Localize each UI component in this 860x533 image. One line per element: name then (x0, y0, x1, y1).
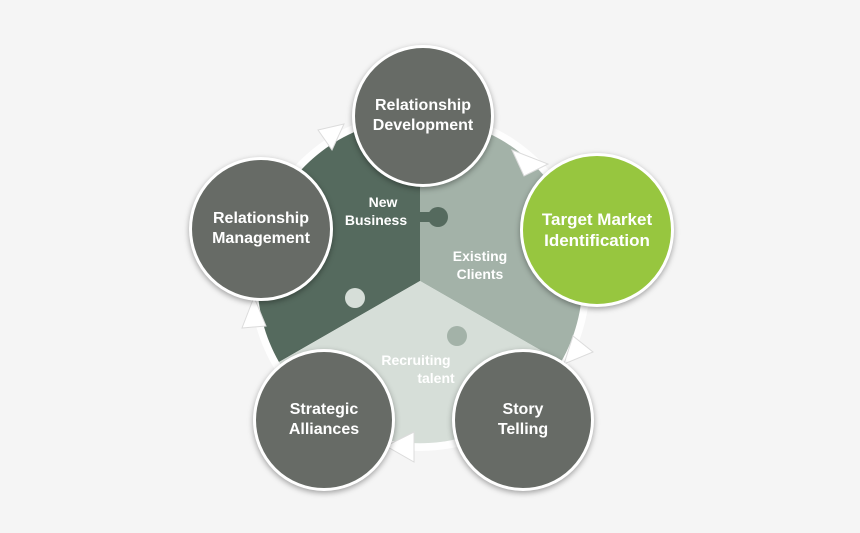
segment-label-line: Clients (456, 266, 504, 282)
node-label: Relationship Management (212, 209, 310, 249)
segment-label-line: Existing (452, 248, 508, 264)
arrow-icon (511, 149, 550, 177)
node-label-line: Identification (544, 231, 650, 250)
node-strategic-alliances: Strategic Alliances (253, 349, 395, 491)
node-relationship-management: Relationship Management (189, 157, 333, 301)
segment-label-new-business: New Business (336, 193, 416, 229)
puzzle-piece-icon (447, 326, 467, 346)
node-label: Relationship Development (373, 96, 473, 136)
node-target-market-identification: Target Market Identification (520, 153, 674, 307)
node-label-line: Target Market (541, 210, 653, 229)
node-label-line: Strategic (289, 401, 359, 418)
segment-label-line: Business (344, 212, 408, 228)
node-label: Story Telling (498, 400, 548, 440)
arrow-icon (563, 335, 594, 365)
puzzle-piece-icon (418, 212, 434, 222)
node-label-line: Management (212, 230, 310, 247)
node-label-line: Story (502, 401, 544, 418)
node-story-telling: Story Telling (452, 349, 594, 491)
segment-label-line: Recruiting (381, 352, 451, 368)
node-relationship-development: Relationship Development (352, 45, 494, 187)
node-label-line: Development (372, 117, 474, 134)
node-label-line: Alliances (288, 421, 360, 438)
arrow-icon (384, 431, 415, 463)
segment-label-recruiting-talent: Recruiting talent (366, 351, 466, 387)
arrow-icon (317, 123, 345, 151)
segment-label-existing-clients: Existing Clients (440, 247, 520, 283)
node-label: Strategic Alliances (289, 400, 359, 440)
node-label-line: Relationship (374, 97, 471, 114)
segment-label-line: talent (417, 370, 455, 386)
node-label: Target Market Identification (542, 209, 652, 251)
node-label-line: Telling (497, 421, 549, 438)
arrow-icon (241, 295, 267, 329)
segment-label-line: New (368, 194, 398, 210)
puzzle-piece-icon (345, 288, 365, 308)
node-label-line: Relationship (212, 210, 309, 227)
